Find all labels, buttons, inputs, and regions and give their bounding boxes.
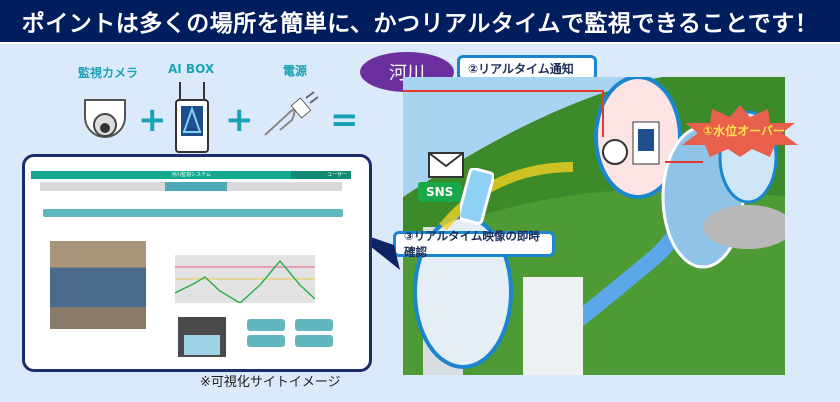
visualization-site-mockup: 河川監視システム ユーザー	[22, 154, 372, 372]
image-caption: ※可視化サイトイメージ	[200, 375, 341, 390]
system-title: 河川監視システム	[171, 172, 211, 178]
plus-sign: +	[225, 100, 254, 140]
step1-label: ①水位オーバー	[703, 124, 786, 138]
equals-sign: =	[330, 100, 359, 140]
camera-image	[50, 241, 146, 329]
camera-label: 監視カメラ	[78, 66, 139, 80]
tab-active[interactable]	[165, 182, 227, 191]
camera-header-bar	[43, 209, 343, 217]
action-button[interactable]	[247, 319, 285, 331]
ai-box-label: AI BOX	[168, 62, 215, 76]
step3-callout: ③リアルタイム映像の即時確認	[393, 229, 555, 259]
action-button[interactable]	[295, 335, 333, 347]
water-level-chart	[175, 255, 315, 303]
ai-box-icon	[175, 82, 209, 153]
action-button[interactable]	[295, 319, 333, 331]
action-button[interactable]	[247, 335, 285, 347]
alert-burst	[682, 105, 798, 157]
camera-icon	[84, 99, 126, 138]
power-plug-icon	[264, 91, 319, 136]
plus-sign: +	[138, 100, 167, 140]
water-gauge-diagram	[178, 317, 226, 357]
smartphone-icon	[460, 168, 494, 225]
power-label: 電源	[283, 64, 308, 78]
sns-label: SNS	[418, 182, 462, 202]
page-title: ポイントは多くの場所を簡単に、かつリアルタイムで監視できることです！	[0, 0, 840, 44]
system-title-bar: 河川監視システム	[31, 171, 351, 179]
mail-icon	[428, 152, 464, 178]
user-menu[interactable]: ユーザー	[291, 171, 351, 179]
